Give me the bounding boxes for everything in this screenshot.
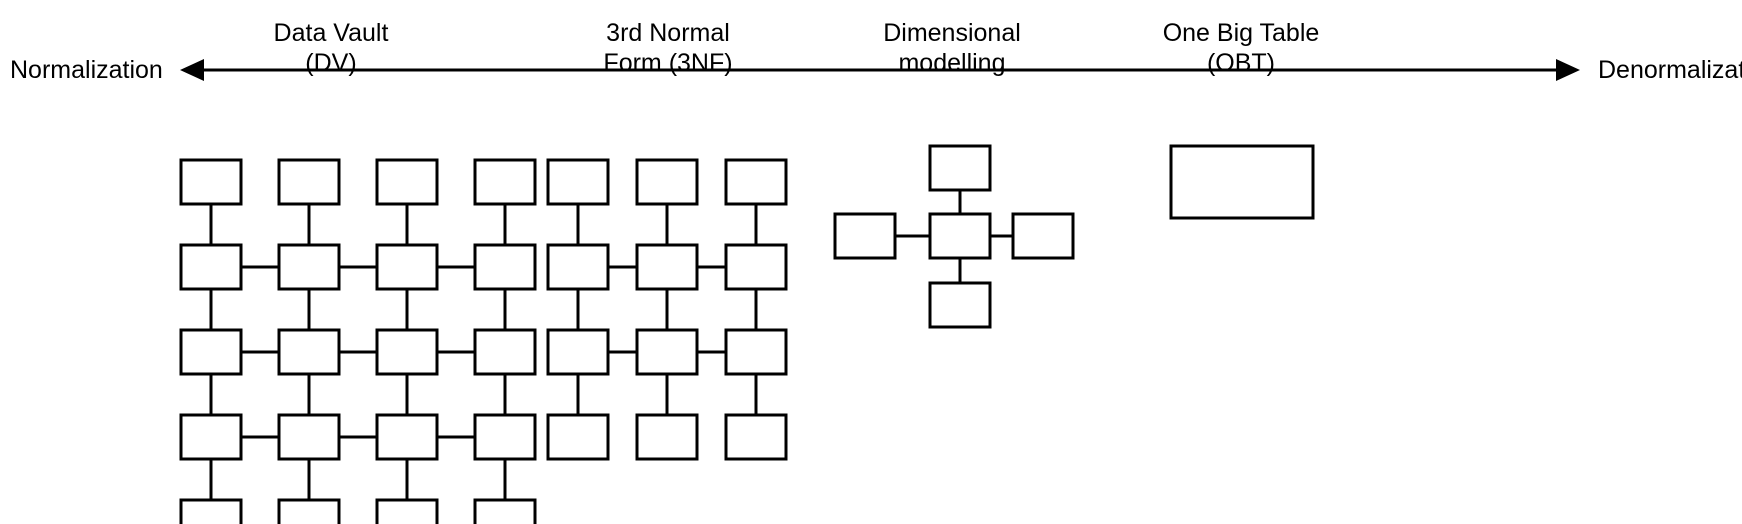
approach-label-data-vault-line2: (DV) — [305, 49, 356, 77]
entity-box-one-big-table — [1169, 144, 1315, 220]
entity-box-data-vault-r3-c3 — [473, 413, 537, 461]
entity-box-third-normal-form-r2-c1 — [635, 328, 699, 376]
entity-box-third-normal-form-r3-c1 — [635, 413, 699, 461]
approach-label-third-normal-form-line1: 3rd Normal — [606, 19, 730, 47]
structure-dimensional-modelling — [833, 144, 1075, 329]
entity-box-third-normal-form-r3-c0 — [546, 413, 610, 461]
entity-box-data-vault-r4-c2 — [375, 498, 439, 524]
entity-box-data-vault-r0-c1 — [277, 158, 341, 206]
arrow-right-icon — [1556, 59, 1580, 81]
entity-box-data-vault-r4-c3 — [473, 498, 537, 524]
entity-box-dimensional-modelling-bottom — [928, 281, 992, 329]
arrow-left-icon — [180, 59, 204, 81]
structure-third-normal-form — [546, 158, 788, 461]
entity-box-data-vault-r3-c2 — [375, 413, 439, 461]
entity-box-dimensional-modelling-center — [928, 212, 992, 260]
approach-label-one-big-table-line2: (OBT) — [1207, 49, 1275, 77]
structure-data-vault — [179, 158, 537, 524]
approach-shapes-group — [179, 144, 1315, 524]
entity-box-data-vault-r0-c0 — [179, 158, 243, 206]
entity-box-dimensional-modelling-right — [1011, 212, 1075, 260]
entity-box-third-normal-form-r1-c2 — [724, 243, 788, 291]
entity-box-data-vault-r2-c3 — [473, 328, 537, 376]
entity-box-data-vault-r4-c1 — [277, 498, 341, 524]
entity-box-dimensional-modelling-left — [833, 212, 897, 260]
entity-box-data-vault-r0-c3 — [473, 158, 537, 206]
entity-box-third-normal-form-r2-c0 — [546, 328, 610, 376]
entity-box-third-normal-form-r0-c0 — [546, 158, 610, 206]
approach-label-dimensional-modelling-line1: Dimensional — [883, 19, 1021, 47]
entity-box-third-normal-form-r1-c1 — [635, 243, 699, 291]
approach-label-data-vault-line1: Data Vault — [274, 19, 389, 47]
entity-box-data-vault-r3-c1 — [277, 413, 341, 461]
spectrum-axis: Normalization Denormalization — [10, 56, 1742, 84]
entity-box-third-normal-form-r3-c2 — [724, 413, 788, 461]
approach-label-one-big-table-line1: One Big Table — [1163, 19, 1320, 47]
axis-label-denormalization: Denormalization — [1598, 56, 1742, 84]
entity-box-data-vault-r0-c2 — [375, 158, 439, 206]
entity-box-third-normal-form-r0-c1 — [635, 158, 699, 206]
entity-box-data-vault-r1-c0 — [179, 243, 243, 291]
entity-box-data-vault-r1-c1 — [277, 243, 341, 291]
entity-box-data-vault-r3-c0 — [179, 413, 243, 461]
entity-box-dimensional-modelling-top — [928, 144, 992, 192]
entity-box-third-normal-form-r0-c2 — [724, 158, 788, 206]
approach-label-dimensional-modelling-line2: modelling — [898, 49, 1005, 77]
entity-box-data-vault-r2-c1 — [277, 328, 341, 376]
structure-one-big-table — [1169, 144, 1315, 220]
entity-box-data-vault-r1-c2 — [375, 243, 439, 291]
entity-box-data-vault-r1-c3 — [473, 243, 537, 291]
approach-label-third-normal-form-line2: Form (3NF) — [603, 49, 732, 77]
entity-box-data-vault-r2-c2 — [375, 328, 439, 376]
entity-box-third-normal-form-r2-c2 — [724, 328, 788, 376]
entity-box-data-vault-r2-c0 — [179, 328, 243, 376]
axis-label-normalization: Normalization — [10, 56, 163, 84]
entity-box-third-normal-form-r1-c0 — [546, 243, 610, 291]
entity-box-data-vault-r4-c0 — [179, 498, 243, 524]
